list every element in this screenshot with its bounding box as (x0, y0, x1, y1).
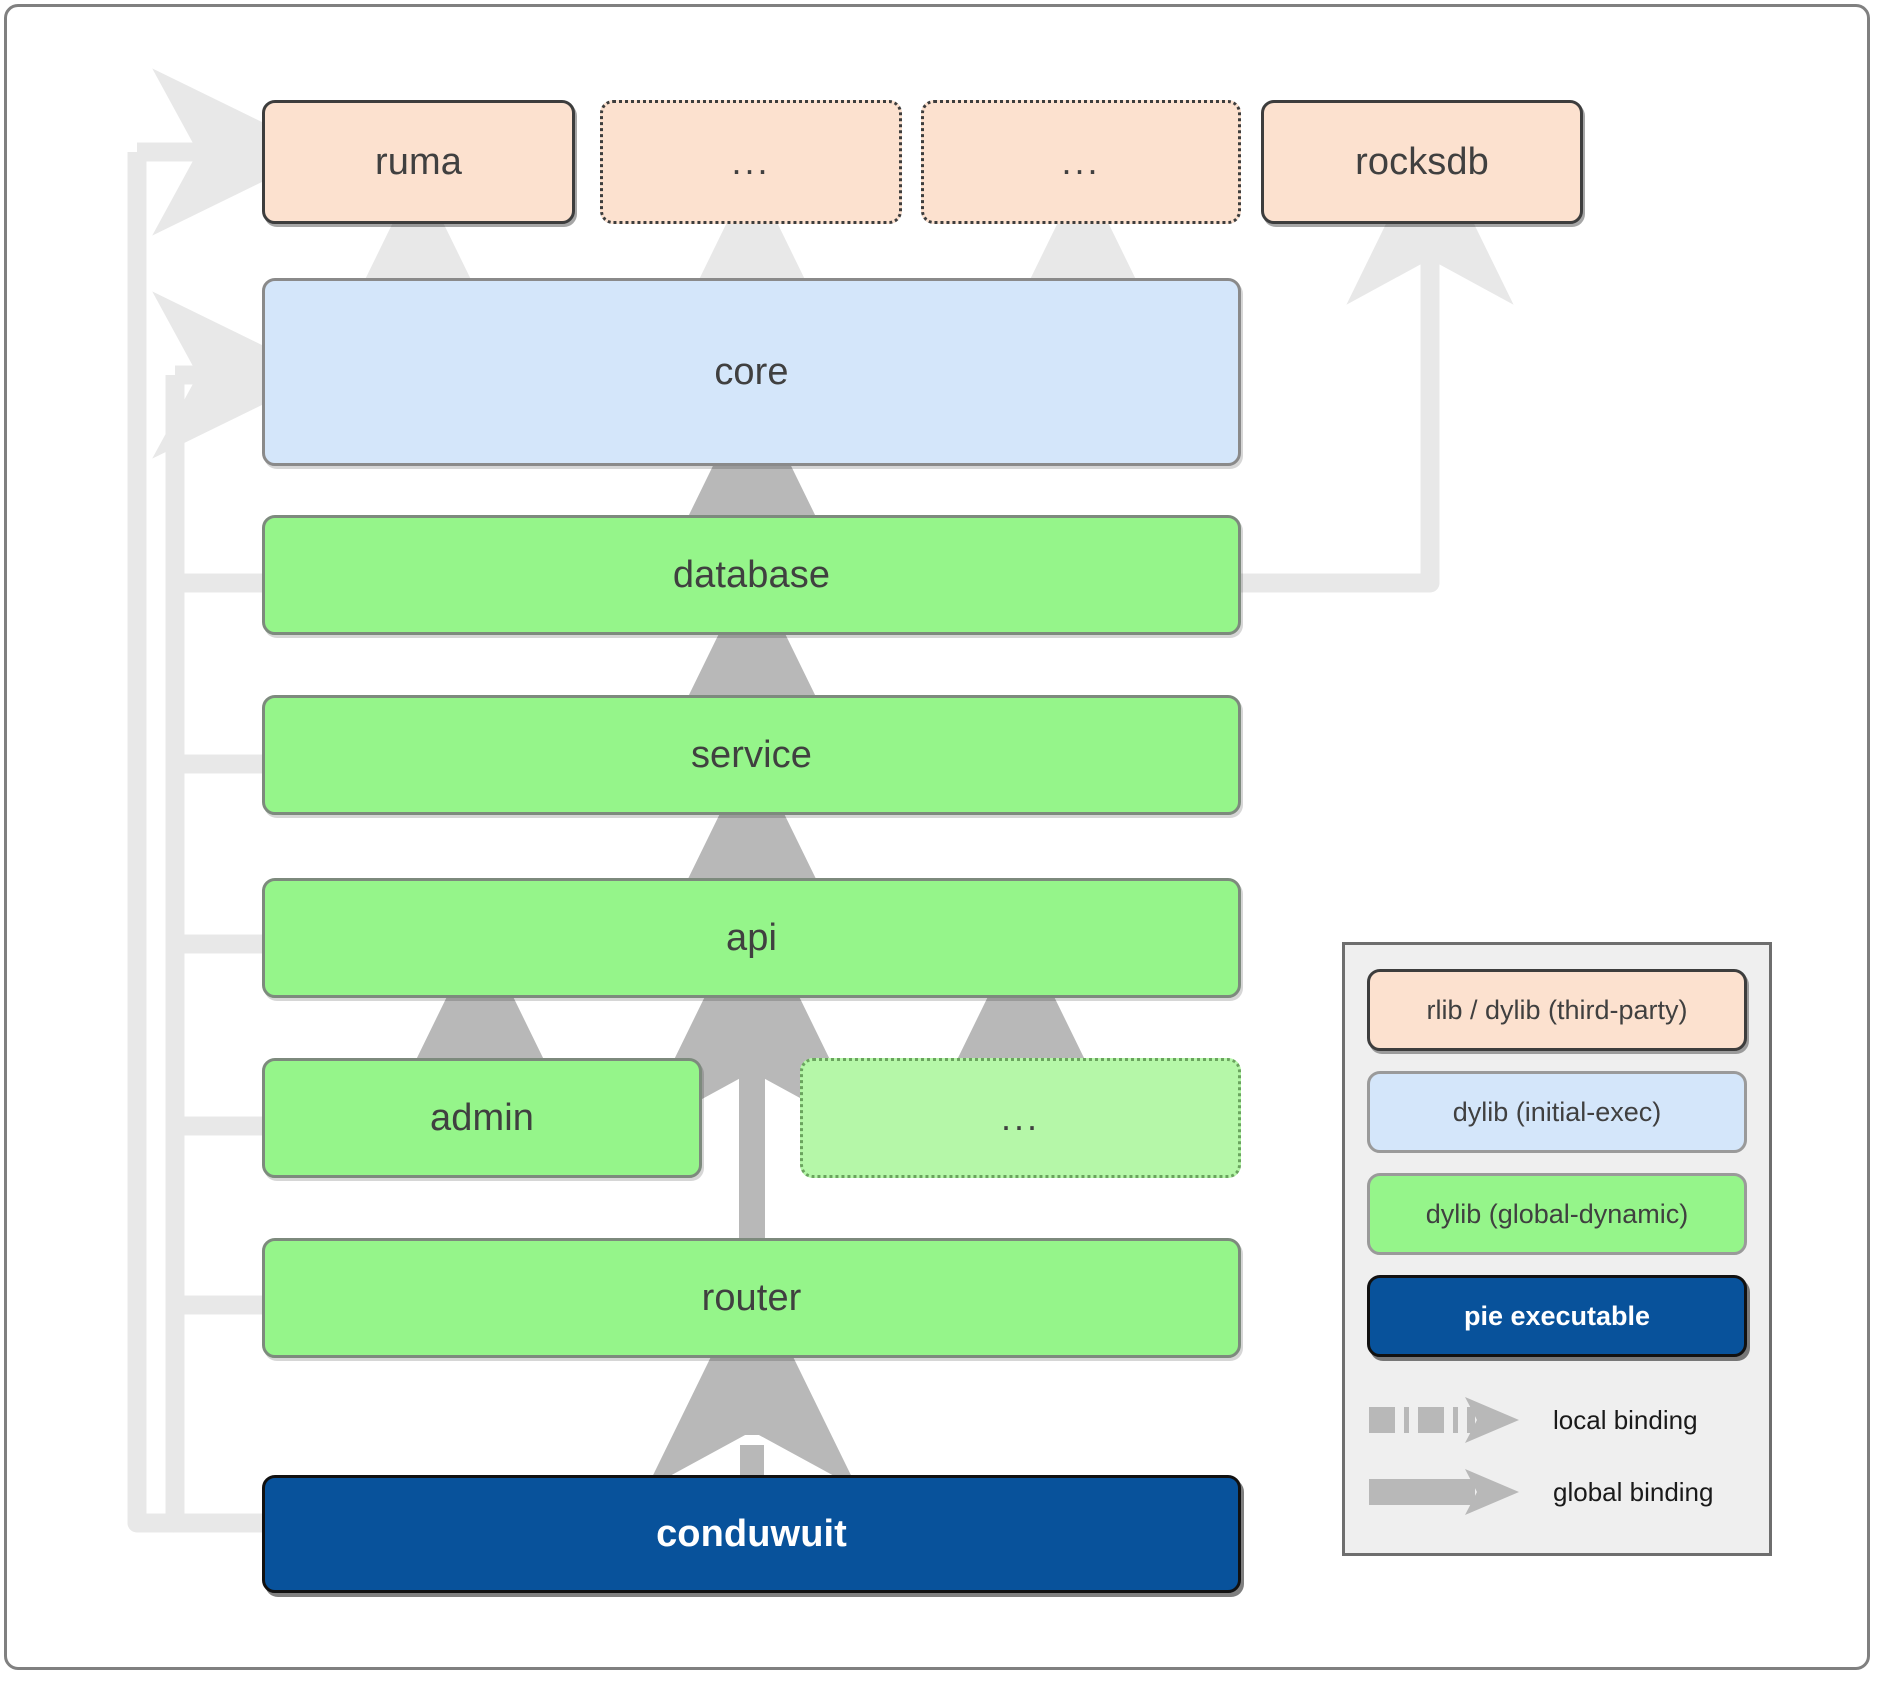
node-admin[interactable]: admin (262, 1058, 702, 1178)
node-label: conduwuit (656, 1512, 847, 1555)
node-etc-top-1[interactable]: ... (600, 100, 902, 224)
node-rocksdb[interactable]: rocksdb (1261, 100, 1583, 224)
node-label: service (690, 733, 813, 776)
legend-label: pie executable (1463, 1300, 1651, 1331)
legend-row-local-binding: local binding (1367, 1393, 1757, 1447)
node-label: api (725, 916, 777, 959)
legend-panel: rlib / dylib (third-party) dylib (initia… (1342, 942, 1772, 1556)
legend-label: local binding (1553, 1404, 1698, 1435)
legend-item-third-party: rlib / dylib (third-party) (1367, 969, 1747, 1051)
legend-label: dylib (global-dynamic) (1425, 1198, 1689, 1229)
node-api[interactable]: api (262, 878, 1241, 998)
legend-item-initial-exec: dylib (initial-exec) (1367, 1071, 1747, 1153)
legend-label: rlib / dylib (third-party) (1426, 994, 1688, 1025)
edge-conduwuit-to-ruma (127, 68, 324, 1533)
node-database[interactable]: database (262, 515, 1241, 635)
legend-item-global-dynamic: dylib (global-dynamic) (1367, 1173, 1747, 1255)
node-label: ... (1061, 141, 1101, 183)
node-core[interactable]: core (262, 278, 1241, 466)
node-label: ... (1000, 1097, 1040, 1139)
local-binding-arrow-icon (1369, 1397, 1519, 1443)
node-router[interactable]: router (262, 1238, 1241, 1358)
node-label: database (672, 553, 831, 596)
global-binding-arrow-icon (1369, 1469, 1519, 1515)
node-label: rocksdb (1355, 140, 1489, 183)
legend-label: global binding (1553, 1476, 1714, 1507)
node-etc-top-2[interactable]: ... (921, 100, 1241, 224)
node-etc-mid[interactable]: ... (800, 1058, 1241, 1178)
node-label: ... (731, 141, 771, 183)
node-ruma[interactable]: ruma (262, 100, 575, 224)
node-service[interactable]: service (262, 695, 1241, 815)
node-label: core (714, 350, 789, 393)
legend-label: dylib (initial-exec) (1452, 1096, 1662, 1127)
node-label: admin (430, 1096, 534, 1139)
legend-row-global-binding: global binding (1367, 1465, 1757, 1519)
node-label: router (701, 1276, 802, 1319)
edge-database-to-rocksdb (1241, 133, 1514, 593)
legend-item-pie-executable: pie executable (1367, 1275, 1747, 1357)
node-label: ruma (375, 140, 462, 183)
node-conduwuit[interactable]: conduwuit (262, 1475, 1241, 1593)
